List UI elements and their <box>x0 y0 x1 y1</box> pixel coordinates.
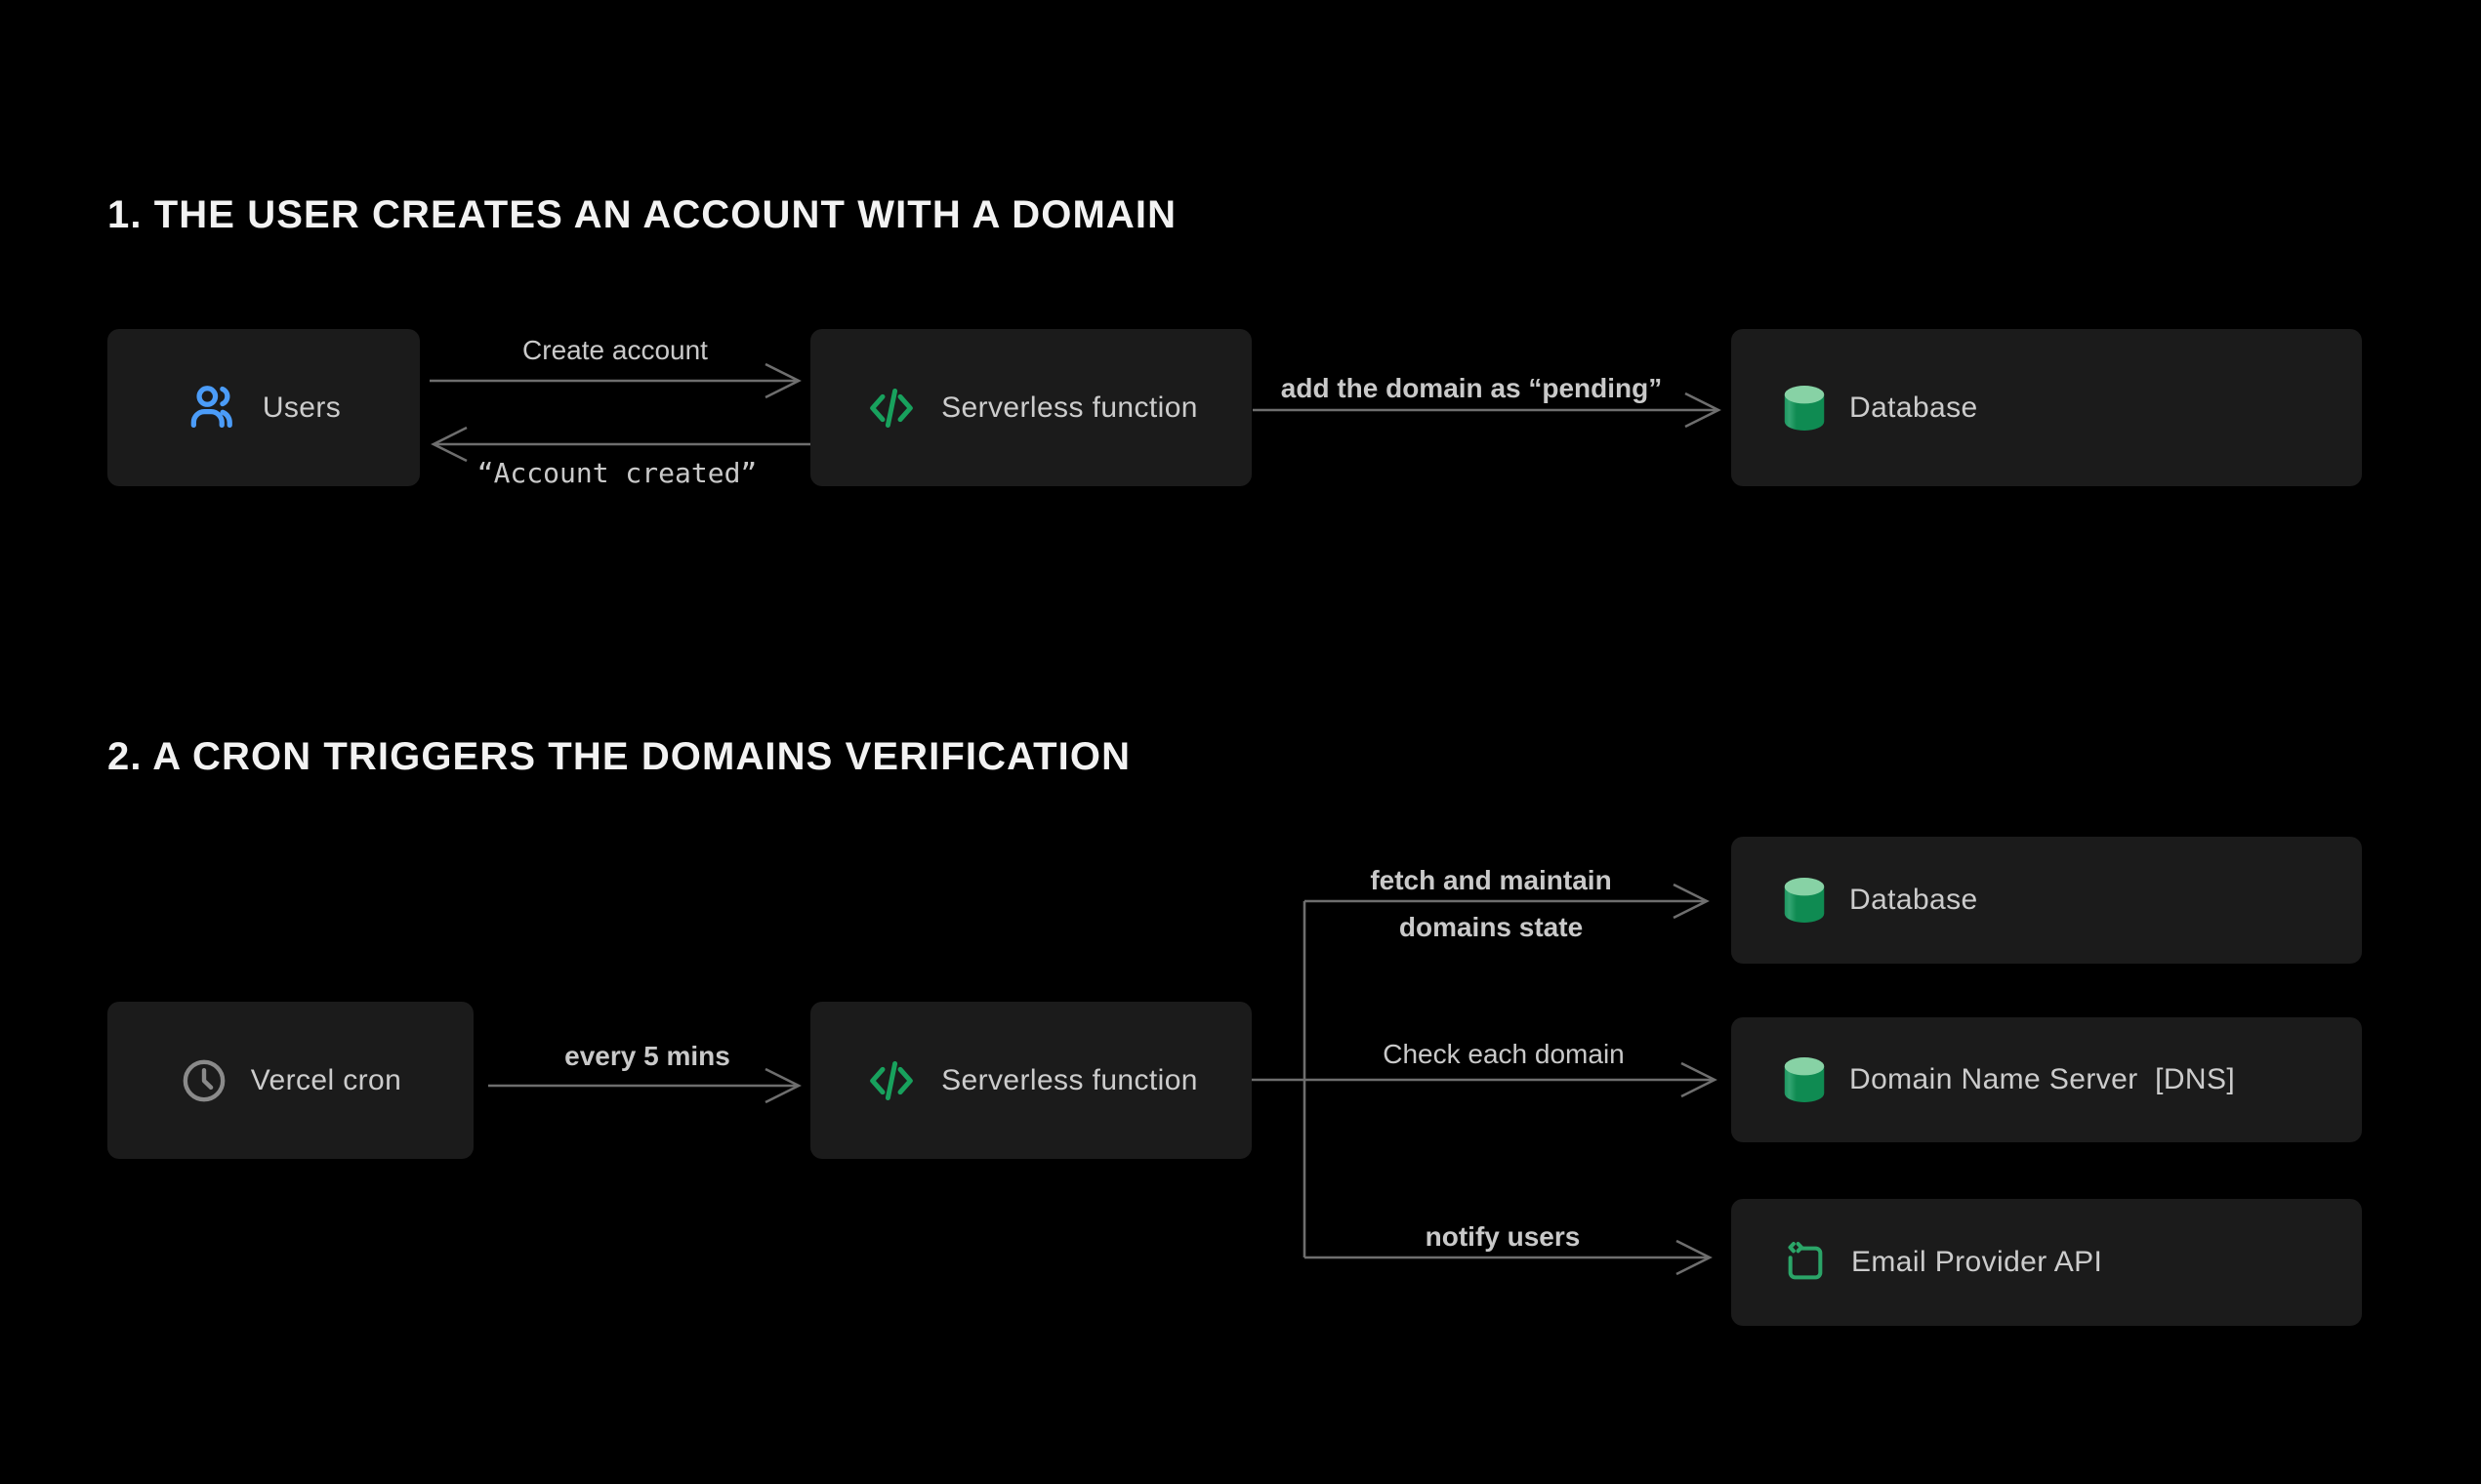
node-email-provider-api: Email Provider API <box>1731 1199 2362 1326</box>
node-label: Database <box>1849 391 1978 424</box>
users-icon <box>186 381 240 434</box>
node-domain-name-server: Domain Name Server [DNS] <box>1731 1017 2362 1142</box>
node-vercel-cron: Vercel cron <box>107 1002 474 1159</box>
code-icon <box>864 1054 919 1107</box>
node-serverless-function-1: Serverless function <box>810 329 1252 486</box>
node-label: Serverless function <box>941 1063 1198 1096</box>
edge-label-fetch-and-maintain: fetch and maintain <box>1370 865 1612 895</box>
edge-label-domains-state: domains state <box>1398 912 1584 942</box>
code-icon <box>864 382 919 434</box>
edge-label-add-domain-pending: add the domain as “pending” <box>1280 373 1663 403</box>
database-icon <box>1782 383 1827 433</box>
node-users: Users <box>107 329 420 486</box>
edge-label-every-5-mins: every 5 mins <box>564 1041 730 1071</box>
edge-label-check-each-domain: Check each domain <box>1383 1039 1625 1069</box>
code-window-icon <box>1782 1240 1829 1285</box>
node-database-2: Database <box>1731 837 2362 964</box>
edge-label-account-created: “Account created” <box>476 457 758 489</box>
node-serverless-function-2: Serverless function <box>810 1002 1252 1159</box>
node-label: Database <box>1849 884 1978 916</box>
edge-label-create-account: Create account <box>522 335 708 365</box>
section1-title: 1. THE USER CREATES AN ACCOUNT WITH A DO… <box>107 193 1178 236</box>
node-label: Users <box>262 391 342 424</box>
edge-label-notify-users: notify users <box>1425 1221 1581 1252</box>
database-icon <box>1782 1054 1827 1105</box>
database-icon <box>1782 875 1827 926</box>
node-database-1: Database <box>1731 329 2362 486</box>
node-label: Serverless function <box>941 391 1198 424</box>
clock-icon <box>180 1056 228 1105</box>
node-label: Email Provider API <box>1851 1246 2103 1278</box>
node-label: Vercel cron <box>250 1063 402 1096</box>
node-label: Domain Name Server [DNS] <box>1849 1063 2236 1095</box>
section2-title: 2. A CRON TRIGGERS THE DOMAINS VERIFICAT… <box>107 735 1132 778</box>
